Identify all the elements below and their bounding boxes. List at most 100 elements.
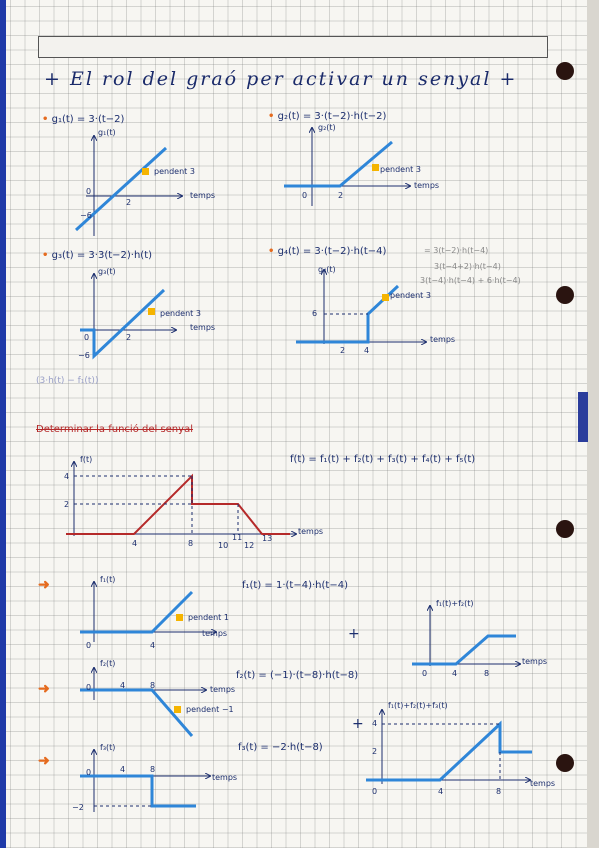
punch-hole-2 (556, 286, 574, 304)
f2-graph: f₂(t) pendent −1 temps 0 4 8 (80, 659, 235, 737)
sum123-xaxis-label: temps (530, 779, 555, 788)
g3-tick-2: 2 (126, 333, 131, 342)
g1-tick-neg6: −6 (80, 211, 92, 220)
g4-xaxis-label: temps (430, 335, 455, 344)
arrow-f3: ➜ (38, 752, 50, 768)
punch-hole-3 (556, 520, 574, 538)
sum12-tick-4: 4 (452, 669, 457, 678)
f2-tick-4: 4 (120, 681, 125, 690)
signal-tick-11: 11 (232, 533, 242, 542)
sum12-tick-0: 0 (422, 669, 427, 678)
g4-tick-4: 4 (364, 346, 369, 355)
f3-tick-neg2: −2 (72, 803, 84, 812)
sum123-tick-4: 4 (438, 787, 443, 796)
g1-axis-label: g₁(t) (98, 128, 116, 137)
sum123-axis-label: f₁(t)+f₂(t)+f₃(t) (388, 701, 448, 710)
f1-tick-4: 4 (150, 641, 155, 650)
signal-heading: Determinar la funció del senyal (36, 424, 193, 435)
g4-axis-label: g₄(t) (318, 265, 336, 274)
signal-tick-10: 10 (218, 541, 228, 550)
plus-sign-2: + (352, 716, 364, 732)
side-tab (578, 392, 588, 442)
g3-xaxis-label: temps (190, 323, 215, 332)
g1-slope-label: pendent 3 (154, 167, 195, 176)
g4-expansion-3: 3(t−4)·h(t−4) + 6·h(t−4) (420, 276, 521, 285)
f3-tick-0: 0 (86, 768, 91, 777)
f1-xaxis-label: temps (202, 629, 227, 638)
g3-slope-label: pendent 3 (160, 309, 201, 318)
g1-graph: g₁(t) pendent 3 temps 0 2 −6 (74, 128, 215, 236)
g2-label: • g₂(t) = 3·(t−2)·h(t−2) (268, 111, 387, 122)
signal-tick-2y: 2 (64, 500, 69, 509)
graphs-layer: g₁(t) pendent 3 temps 0 2 −6 g₂(t) pende… (64, 123, 555, 812)
g2-graph: g₂(t) pendent 3 temps 0 2 (284, 123, 439, 206)
g1-tick-2: 2 (126, 198, 131, 207)
punch-hole-1 (556, 62, 574, 80)
g4-slope-label: pendent 3 (390, 291, 431, 300)
f2-formula: f₂(t) = (−1)·(t−8)·h(t−8) (236, 670, 359, 681)
f1-tick-0: 0 (86, 641, 91, 650)
signal-graph: f(t) temps 4 2 4 8 10 11 12 13 (64, 455, 323, 550)
signal-tick-13: 13 (262, 534, 272, 543)
g2-axis-label: g₂(t) (318, 123, 336, 132)
g4-expansion-1: = 3(t−2)·h(t−4) (424, 246, 489, 255)
g4-label: • g₄(t) = 3·(t−2)·h(t−4) (268, 246, 387, 257)
g1-tick-0: 0 (86, 187, 91, 196)
sum123-tick-8: 8 (496, 787, 501, 796)
g3-label: • g₃(t) = 3·3(t−2)·h(t) (42, 250, 153, 261)
notebook-page: + El rol del graó per activar un senyal … (6, 0, 588, 848)
signal-tick-8: 8 (188, 539, 193, 548)
signal-axis-label: f(t) (80, 455, 92, 464)
page-title: + El rol del graó per activar un senyal … (44, 68, 518, 90)
notebook-binding (0, 0, 6, 848)
sum123-tick-0: 0 (372, 787, 377, 796)
g3-tick-0: 0 (84, 333, 89, 342)
signal-tick-12: 12 (244, 541, 254, 550)
sum123-tick-4y: 4 (372, 719, 377, 728)
f2-slope-label: pendent −1 (186, 705, 234, 714)
f1-formula: f₁(t) = 1·(t−4)·h(t−4) (242, 580, 348, 591)
signal-tick-4x: 4 (132, 539, 137, 548)
g1-xaxis-label: temps (190, 191, 215, 200)
g4-expansion-2: 3(t−4+2)·h(t−4) (434, 262, 501, 271)
f2-xaxis-label: temps (210, 685, 235, 694)
f2-axis-label: f₂(t) (100, 659, 115, 668)
g1-label: • g₁(t) = 3·(t−2) (42, 114, 125, 125)
g3-axis-label: g₃(t) (98, 267, 116, 276)
f3-formula: f₃(t) = −2·h(t−8) (238, 742, 323, 753)
g3-tick-neg6: −6 (78, 351, 90, 360)
sum12-axis-label: f₁(t)+f₂(t) (436, 599, 474, 608)
f3-tick-4: 4 (120, 765, 125, 774)
arrow-f2: ➜ (38, 680, 50, 696)
f3-xaxis-label: temps (212, 773, 237, 782)
sum123-tick-2y: 2 (372, 747, 377, 756)
g3-graph: g₃(t) pendent 3 temps 0 2 −6 (78, 267, 215, 360)
header-box (38, 36, 548, 58)
f1-axis-label: f₁(t) (100, 575, 115, 584)
g2-slope-label: pendent 3 (380, 165, 421, 174)
g4-tick-6: 6 (312, 309, 317, 318)
f1-graph: f₁(t) pendent 1 temps 0 4 (80, 575, 229, 650)
g3-note: (3·h(t) − f₁(t)) (36, 376, 99, 386)
plus-sign-1: + (348, 626, 360, 642)
f3-graph: f₃(t) temps 0 4 8 −2 (72, 743, 237, 812)
g4-tick-2: 2 (340, 346, 345, 355)
g2-tick-0: 0 (302, 191, 307, 200)
f2-tick-0: 0 (86, 683, 91, 692)
g4-graph: g₄(t) pendent 3 temps 6 2 4 (296, 265, 455, 355)
signal-tick-4y: 4 (64, 472, 69, 481)
sum12-tick-8: 8 (484, 669, 489, 678)
sum12-xaxis-label: temps (522, 657, 547, 666)
arrow-f1: ➜ (38, 576, 50, 592)
g2-tick-2: 2 (338, 191, 343, 200)
sum12-graph: f₁(t)+f₂(t) temps 0 4 8 (412, 599, 547, 678)
punch-hole-4 (556, 754, 574, 772)
sum123-graph: f₁(t)+f₂(t)+f₃(t) temps 0 4 8 4 2 (366, 701, 555, 796)
signal-formula: f(t) = f₁(t) + f₂(t) + f₃(t) + f₄(t) + f… (290, 454, 476, 465)
signal-xaxis-label: temps (298, 527, 323, 536)
g2-xaxis-label: temps (414, 181, 439, 190)
f2-tick-8: 8 (150, 681, 155, 690)
f3-tick-8: 8 (150, 765, 155, 774)
f1-slope-label: pendent 1 (188, 613, 229, 622)
f3-axis-label: f₃(t) (100, 743, 115, 752)
